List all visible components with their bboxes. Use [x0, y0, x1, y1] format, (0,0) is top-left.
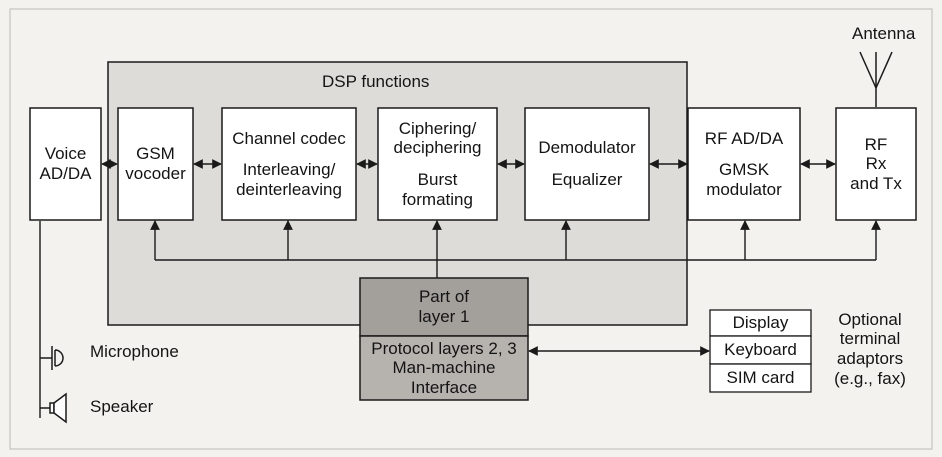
speaker-icon	[40, 392, 67, 424]
channel-codec-line-3: deinterleaving	[236, 179, 342, 199]
voice-adda-block	[29, 107, 102, 221]
ciphering-line-4: formating	[402, 189, 473, 209]
rf-adda-line-1: RF AD/DA	[704, 128, 784, 148]
dsp-functions-title: DSP functions	[322, 72, 430, 91]
microphone-icon	[40, 346, 64, 370]
voice-adda-label: Voice AD/DA	[30, 108, 101, 220]
demodulator-line-2: Equalizer	[551, 170, 623, 189]
layer1-label: Part of layer 1	[360, 278, 528, 336]
optional-line-1: Optional	[838, 309, 902, 329]
rf-adda-block	[687, 107, 801, 221]
rf-rxtx-label: RF Rx and Tx	[836, 108, 916, 220]
optional-line-4: (e.g., fax)	[834, 368, 906, 388]
rf-rxtx-line-3: and Tx	[850, 173, 902, 193]
rf-adda-label: RF AD/DA GMSK modulator	[688, 108, 800, 220]
sim-card-box	[709, 363, 812, 393]
antenna-label: Antenna	[852, 24, 916, 43]
microphone-label: Microphone	[90, 342, 179, 361]
ciphering-label: Ciphering/ deciphering Burst formating	[378, 108, 497, 220]
demodulator-label: Demodulator Equalizer	[525, 108, 649, 220]
protocol-line-3: Interface	[410, 377, 478, 397]
rf-rxtx-block	[835, 107, 917, 221]
rf-adda-line-3: modulator	[706, 179, 782, 199]
channel-codec-line-2: Interleaving/	[242, 160, 336, 180]
voice-adda-line-1: Voice	[44, 144, 87, 164]
ciphering-line-1: Ciphering/	[398, 118, 477, 138]
speaker-label: Speaker	[90, 397, 154, 416]
ciphering-line-2: deciphering	[393, 138, 482, 158]
rf-adda-line-2: GMSK	[718, 160, 770, 180]
protocol-label: Protocol layers 2, 3 Man-machine Interfa…	[360, 336, 528, 400]
display-label: Display	[732, 313, 789, 333]
layer1-line-2: layer 1	[418, 307, 470, 326]
demodulator-line-1: Demodulator	[538, 138, 636, 158]
channel-codec-line-1: Channel codec	[232, 128, 346, 148]
optional-line-2: terminal	[839, 329, 901, 349]
outer-frame	[9, 8, 933, 450]
channel-codec-label: Channel codec Interleaving/ deinterleavi…	[222, 108, 356, 220]
rf-rxtx-line-1: RF	[864, 134, 888, 154]
protocol-line-1: Protocol layers 2, 3	[371, 338, 517, 358]
ciphering-line-3: Burst	[417, 170, 458, 189]
keyboard-label: Keyboard	[724, 340, 797, 360]
display-box	[709, 309, 812, 337]
keyboard-box	[709, 335, 812, 365]
gsm-vocoder-label: GSM vocoder	[118, 108, 193, 220]
optional-line-3: adaptors	[836, 349, 904, 368]
protocol-line-2: Man-machine	[392, 358, 496, 378]
ciphering-block	[377, 107, 498, 221]
layer1-block	[359, 277, 529, 337]
antenna-icon	[859, 51, 893, 107]
rf-rxtx-line-2: Rx	[865, 154, 887, 174]
channel-codec-block	[221, 107, 357, 221]
layer1-line-1: Part of	[418, 287, 470, 307]
gsm-vocoder-line-2: vocoder	[125, 164, 186, 183]
optional-adaptors-label: Optional terminal adaptors (e.g., fax)	[818, 306, 922, 392]
demodulator-block	[524, 107, 650, 221]
gsm-vocoder-block	[117, 107, 194, 221]
voice-adda-line-2: AD/DA	[39, 164, 92, 183]
protocol-block	[359, 335, 529, 401]
sim-card-label: SIM card	[726, 368, 795, 388]
gsm-vocoder-line-1: GSM	[136, 144, 175, 164]
